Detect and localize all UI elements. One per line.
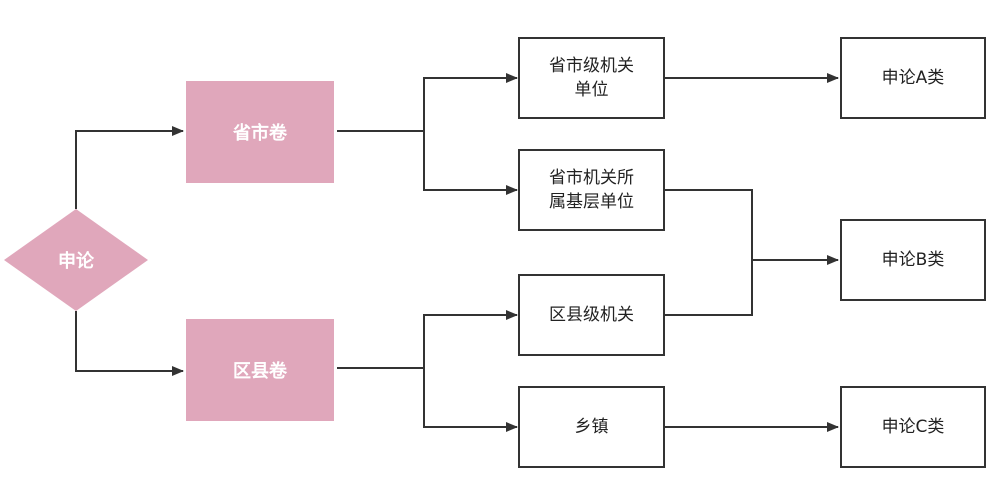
paper-shengshi-label: 省市卷 bbox=[233, 123, 287, 144]
unit-quxian-jiguan: 区县级机关 bbox=[518, 274, 665, 356]
edge-quxian-to-unit4 bbox=[423, 368, 518, 432]
unit-label-line: 单位 bbox=[574, 80, 609, 100]
edge-root-to-shengshi bbox=[75, 126, 184, 209]
paper-quxian: 区县卷 bbox=[186, 319, 334, 421]
unit-shengshi-jiceng: 省市机关所 属基层单位 bbox=[518, 149, 665, 231]
edge-root-to-quxian bbox=[75, 311, 184, 376]
edge-unit2-merge bbox=[665, 189, 753, 316]
unit-shengshi-jiguan: 省市级机关 单位 bbox=[518, 37, 665, 119]
category-b: 申论B类 bbox=[840, 219, 986, 301]
category-a-label: 申论A类 bbox=[881, 68, 945, 88]
unit-label-line: 省市机关所 bbox=[549, 168, 634, 188]
category-a: 申论A类 bbox=[840, 37, 986, 119]
root-label: 申论 bbox=[58, 251, 94, 272]
unit-label-line: 区县级机关 bbox=[549, 305, 634, 325]
unit-label-line: 乡镇 bbox=[574, 417, 609, 437]
edge-shengshi-to-unit1 bbox=[423, 73, 518, 131]
unit-label-line: 属基层单位 bbox=[549, 192, 634, 212]
category-b-label: 申论B类 bbox=[881, 250, 945, 270]
edge-quxian-to-unit3 bbox=[423, 310, 518, 368]
unit-label-line: 省市级机关 bbox=[549, 56, 634, 76]
category-c-label: 申论C类 bbox=[881, 417, 945, 437]
paper-shengshi: 省市卷 bbox=[186, 81, 334, 183]
unit-xiangzhen: 乡镇 bbox=[518, 386, 665, 468]
paper-quxian-label: 区县卷 bbox=[233, 361, 287, 382]
diamond-shape bbox=[4, 209, 148, 311]
root-diamond: 申论 bbox=[4, 209, 148, 311]
edge-shengshi-to-unit2 bbox=[423, 131, 518, 195]
category-c: 申论C类 bbox=[840, 386, 986, 468]
